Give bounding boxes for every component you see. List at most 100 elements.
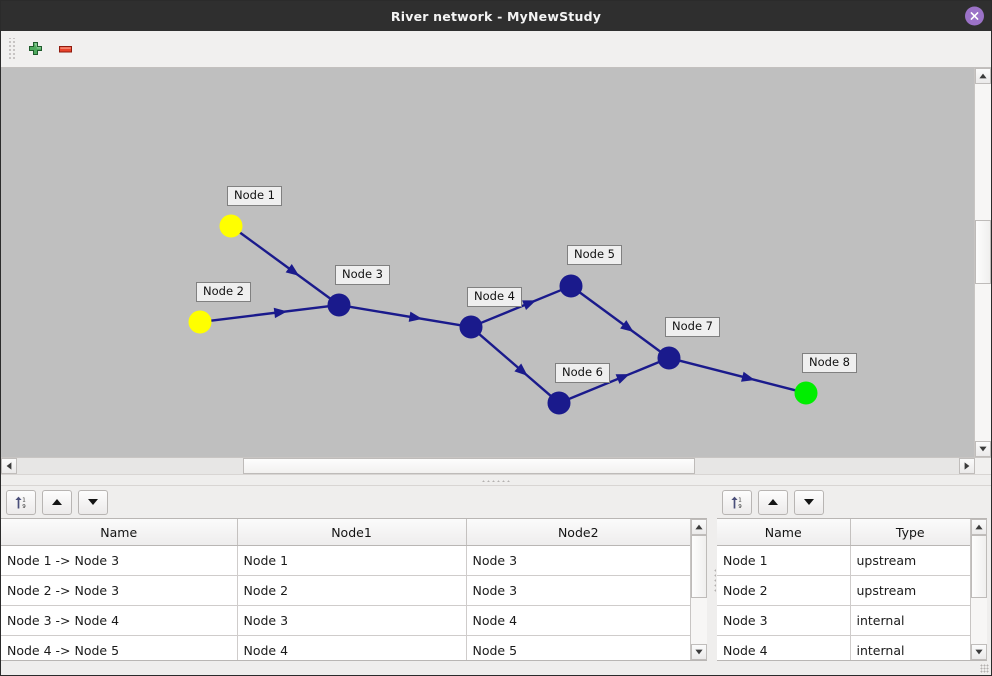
branch-table-cell[interactable]: Node 4 xyxy=(237,635,467,660)
branch-table-vertical-scrollbar[interactable] xyxy=(690,519,707,660)
branch-table-cell[interactable]: Node 2 -> Node 3 xyxy=(1,575,238,606)
toolbar-grip[interactable] xyxy=(7,38,15,60)
remove-node-button[interactable] xyxy=(51,35,79,63)
node-table-cell[interactable]: Node 2 xyxy=(717,575,851,606)
graph-node-label-node-3[interactable]: Node 3 xyxy=(335,265,390,285)
branch-move-up-button[interactable] xyxy=(42,489,72,515)
graph-node-node-2[interactable] xyxy=(188,310,212,334)
branch-table-cell[interactable]: Node 3 xyxy=(466,575,690,606)
window-title: River network - MyNewStudy xyxy=(390,8,602,24)
canvas-hscroll-track[interactable] xyxy=(17,458,959,474)
scroll-up-button[interactable] xyxy=(975,68,991,84)
branch-column-header[interactable]: Node1 xyxy=(237,519,467,546)
graph-node-node-8[interactable] xyxy=(794,381,818,405)
node-move-up-button[interactable] xyxy=(758,489,788,515)
node-table-cell[interactable]: internal xyxy=(850,605,970,636)
graph-node-node-5[interactable] xyxy=(559,274,583,298)
node-column-header[interactable]: Type xyxy=(850,519,970,546)
network-canvas[interactable]: Node 1 Node 2 Node 3 Node 4 Node 5 Node 6 Node… xyxy=(1,68,974,457)
graph-node-label-node-2[interactable]: Node 2 xyxy=(196,282,251,302)
branch-table-cell[interactable]: Node 4 -> Node 5 xyxy=(1,635,238,660)
node-scroll-down-button[interactable] xyxy=(971,644,987,660)
edge-Node6-to-Node7[interactable] xyxy=(568,361,660,400)
node-table-cell[interactable]: Node 1 xyxy=(717,545,851,576)
node-table-cell[interactable]: upstream xyxy=(850,575,970,606)
canvas-vscroll-thumb[interactable] xyxy=(975,219,991,284)
graph-node-label-node-7[interactable]: Node 7 xyxy=(665,317,720,337)
branch-move-down-button[interactable] xyxy=(78,489,108,515)
edge-Node7-to-Node8[interactable] xyxy=(679,359,796,392)
graph-node-label-node-6[interactable]: Node 6 xyxy=(555,363,610,383)
branch-table-cell[interactable]: Node 3 xyxy=(466,545,690,576)
graph-node-node-4[interactable] xyxy=(459,315,483,339)
graph-node-label-node-1[interactable]: Node 1 xyxy=(227,186,282,206)
node-vscroll-track[interactable] xyxy=(971,535,987,644)
branch-table-cell[interactable]: Node 5 xyxy=(466,635,690,660)
node-vscroll-thumb[interactable] xyxy=(971,535,987,599)
branch-vscroll-thumb[interactable] xyxy=(691,535,707,599)
branch-table-cell[interactable]: Node 1 xyxy=(237,545,467,576)
branch-table-cell[interactable]: Node 1 -> Node 3 xyxy=(1,545,238,576)
node-column-header[interactable]: Name xyxy=(717,519,851,546)
node-table-vertical-scrollbar[interactable] xyxy=(970,519,987,660)
node-table-cell[interactable]: Node 3 xyxy=(717,605,851,636)
branch-column-header[interactable]: Node2 xyxy=(466,519,690,546)
node-table-cell[interactable]: internal xyxy=(850,635,970,660)
graph-node-node-6[interactable] xyxy=(547,391,571,415)
node-table-cell[interactable]: upstream xyxy=(850,545,970,576)
edge-arrow-icon xyxy=(620,320,634,333)
scroll-right-button[interactable] xyxy=(959,458,975,474)
node-sort-button[interactable]: 1 9 xyxy=(722,489,752,515)
graph-node-label-node-8[interactable]: Node 8 xyxy=(802,353,857,373)
branch-table-toolbar: 1 9 xyxy=(1,486,711,518)
canvas-horizontal-scrollbar[interactable] xyxy=(1,457,991,474)
edge-Node2-to-Node3[interactable] xyxy=(210,305,329,322)
graph-node-node-1[interactable] xyxy=(219,214,243,238)
graph-node-node-3[interactable] xyxy=(327,293,351,317)
add-node-button[interactable] xyxy=(21,35,49,63)
scroll-down-button[interactable] xyxy=(975,441,991,457)
branch-scroll-down-button[interactable] xyxy=(691,644,707,660)
branch-sort-button[interactable]: 1 9 xyxy=(6,489,36,515)
branch-table-cell[interactable]: Node 3 -> Node 4 xyxy=(1,605,238,636)
edge-Node4-to-Node6[interactable] xyxy=(478,333,552,397)
branch-scroll-up-button[interactable] xyxy=(691,519,707,535)
scroll-left-button[interactable] xyxy=(1,458,17,474)
resize-grip-icon[interactable] xyxy=(980,664,989,673)
vertical-splitter[interactable] xyxy=(711,486,717,675)
branch-table-cell[interactable]: Node 2 xyxy=(237,575,467,606)
branch-vscroll-track[interactable] xyxy=(691,535,707,644)
svg-text:9: 9 xyxy=(22,504,26,510)
triangle-down-icon xyxy=(975,649,983,655)
close-button[interactable] xyxy=(965,6,984,26)
edge-Node1-to-Node3[interactable] xyxy=(239,231,331,300)
node-move-down-button[interactable] xyxy=(794,489,824,515)
graph-node-node-7[interactable] xyxy=(657,346,681,370)
edge-Node3-to-Node4[interactable] xyxy=(349,305,461,327)
edge-Node5-to-Node7[interactable] xyxy=(579,291,661,353)
branch-table-cell[interactable]: Node 4 xyxy=(466,605,690,636)
canvas-hscroll-thumb[interactable] xyxy=(243,458,696,474)
canvas-vertical-scrollbar[interactable] xyxy=(974,68,991,457)
branch-table-statusstrip xyxy=(1,661,711,675)
horizontal-splitter[interactable] xyxy=(1,474,991,486)
node-scroll-up-button[interactable] xyxy=(971,519,987,535)
node-table-cell[interactable]: Node 4 xyxy=(717,635,851,660)
branch-table-cell[interactable]: Node 3 xyxy=(237,605,467,636)
graph-node-label-node-4[interactable]: Node 4 xyxy=(467,287,522,307)
graph-node-label-node-5[interactable]: Node 5 xyxy=(567,245,622,265)
branch-column-header[interactable]: Name xyxy=(1,519,238,546)
canvas-vscroll-track[interactable] xyxy=(975,84,991,441)
